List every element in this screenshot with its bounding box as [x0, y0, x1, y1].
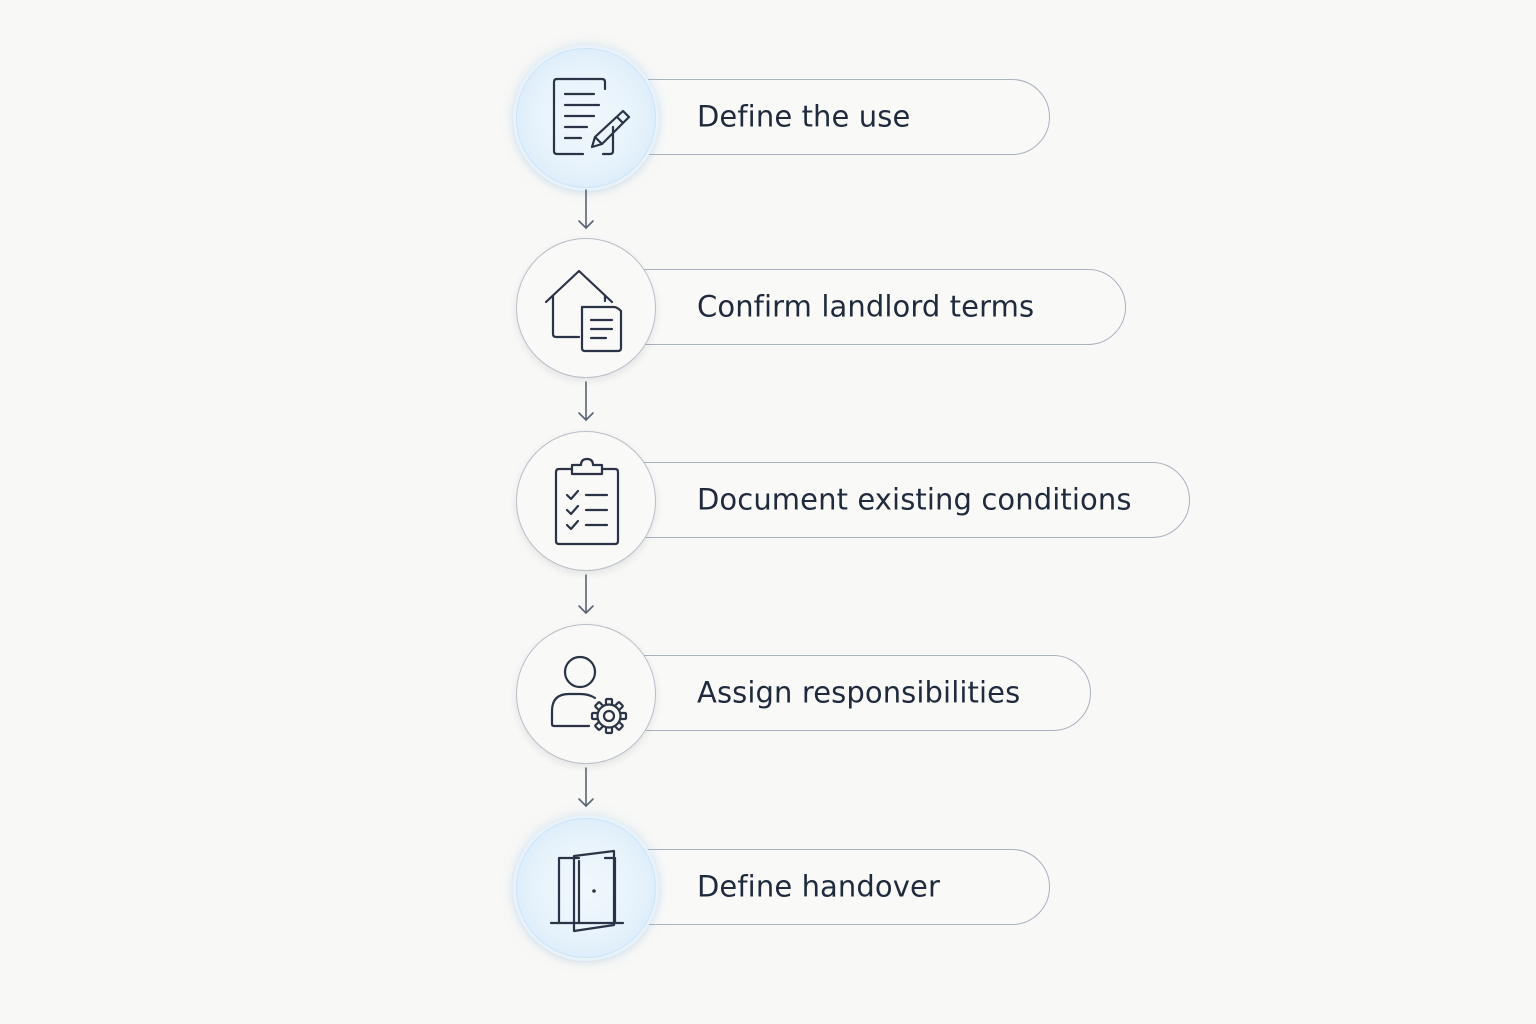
step-5-node	[516, 818, 656, 958]
arrow-down-icon	[578, 767, 594, 807]
clipboard-checklist-icon	[554, 457, 620, 546]
step-5-label: Define handover	[697, 869, 940, 904]
step-1-label: Define the use	[697, 99, 911, 134]
document-pencil-icon	[552, 77, 631, 156]
arrow-down-icon	[578, 381, 594, 421]
step-4-node	[516, 624, 656, 764]
open-door-icon	[549, 849, 625, 933]
step-3-pill: Document existing conditions	[586, 462, 1190, 538]
step-3-node	[516, 431, 656, 571]
step-1-node	[516, 48, 656, 188]
step-4-pill: Assign responsibilities	[586, 655, 1091, 731]
user-gear-icon	[550, 655, 628, 735]
arrow-down-icon	[578, 189, 594, 229]
step-1-pill: Define the use	[586, 79, 1050, 155]
step-4-label: Assign responsibilities	[697, 675, 1021, 710]
step-2-label: Confirm landlord terms	[697, 289, 1035, 324]
step-2-node	[516, 238, 656, 378]
step-5-pill: Define handover	[586, 849, 1050, 925]
step-2-pill: Confirm landlord terms	[586, 269, 1126, 345]
step-3-label: Document existing conditions	[697, 482, 1132, 517]
arrow-down-icon	[578, 574, 594, 614]
house-document-icon	[544, 269, 623, 353]
